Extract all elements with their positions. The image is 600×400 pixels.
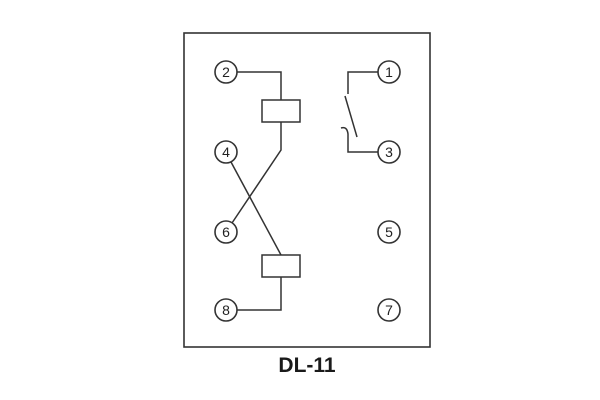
terminal-5-circle (377, 220, 401, 244)
terminal-2-circle (214, 60, 238, 84)
terminal-4: 4 (214, 140, 238, 164)
diagram-caption: DL-11 (278, 354, 336, 377)
terminal-4-label: 4 (222, 144, 230, 160)
terminal-8-circle (214, 298, 238, 322)
enclosure-outline (183, 32, 431, 348)
terminal-3-label: 3 (385, 144, 393, 160)
terminal-7: 7 (377, 298, 401, 322)
wire-terminal3-stub-hook (340, 126, 378, 153)
terminal-8: 8 (214, 298, 238, 322)
coil-top (261, 99, 301, 123)
wire-terminal4-to-bottom-coil (230, 161, 282, 256)
terminal-5: 5 (377, 220, 401, 244)
terminal-1-circle (377, 60, 401, 84)
terminal-3: 3 (377, 140, 401, 164)
terminal-6: 6 (214, 220, 238, 244)
terminal-7-label: 7 (385, 302, 393, 318)
wire-terminal1-stub (347, 71, 378, 94)
terminal-7-circle (377, 298, 401, 322)
coil-bottom (261, 254, 301, 278)
wire-terminal2-to-top-coil (237, 71, 282, 100)
terminal-1-label: 1 (385, 64, 393, 80)
terminal-4-circle (214, 140, 238, 164)
switch-contact-blade (344, 95, 358, 138)
terminal-6-label: 6 (222, 224, 230, 240)
terminal-3-circle (377, 140, 401, 164)
wire-top-coil-to-terminal6 (231, 122, 282, 224)
terminal-2: 2 (214, 60, 238, 84)
terminal-1: 1 (377, 60, 401, 84)
terminal-5-label: 5 (385, 224, 393, 240)
terminal-8-label: 8 (222, 302, 230, 318)
terminal-6-circle (214, 220, 238, 244)
wire-bottom-coil-to-terminal8 (237, 277, 282, 311)
terminal-2-label: 2 (222, 64, 230, 80)
